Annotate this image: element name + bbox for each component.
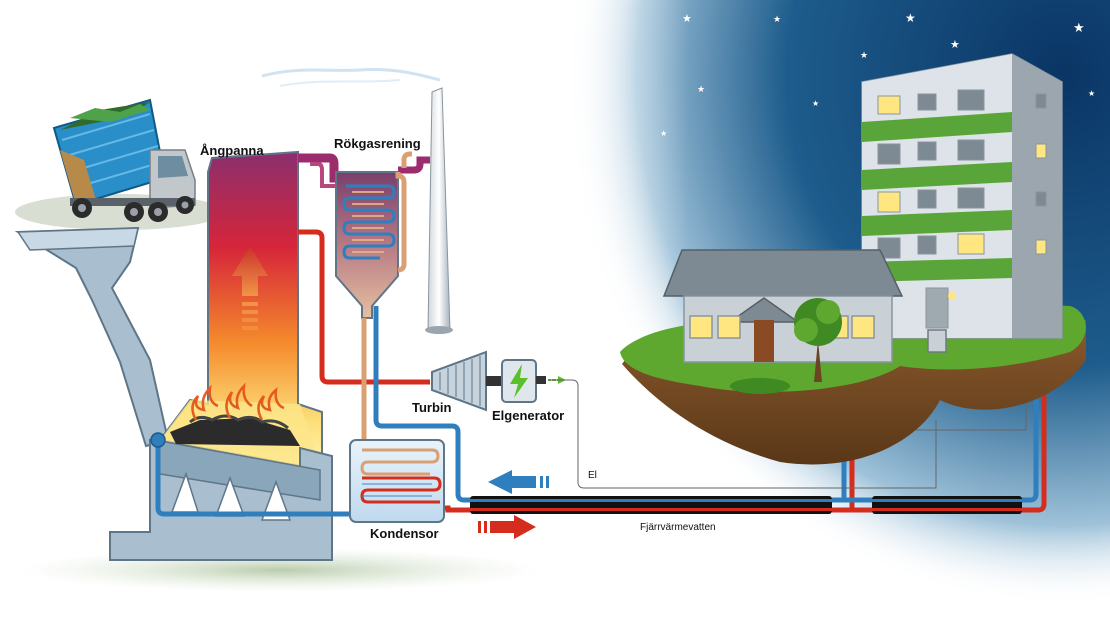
svg-text:★: ★	[660, 129, 667, 138]
svg-text:★: ★	[950, 39, 960, 51]
chimney	[261, 68, 453, 334]
fuel-truck	[15, 98, 225, 230]
arrow-right-icon	[478, 515, 536, 539]
svg-text:★: ★	[682, 13, 692, 25]
steam-pipes	[361, 151, 412, 440]
pump-icon	[150, 432, 166, 448]
svg-text:★: ★	[860, 50, 868, 60]
electricity-line	[548, 379, 937, 489]
flue-gas-duct	[298, 153, 344, 183]
tree	[794, 298, 842, 382]
svg-text:★: ★	[905, 11, 916, 25]
lightning-bolt-icon	[510, 364, 528, 398]
boiler	[109, 150, 333, 561]
condenser	[349, 439, 445, 523]
boiler-label: Ångpanna	[200, 143, 264, 158]
flue-gas-cleaning-label: Rökgasrening	[334, 136, 421, 151]
svg-text:★: ★	[697, 84, 705, 94]
district-heating-pipe	[470, 496, 1022, 514]
fuel-hopper	[14, 226, 170, 448]
svg-text:★: ★	[812, 99, 819, 108]
house	[662, 249, 904, 363]
cold-water-pipes	[155, 306, 1039, 517]
svg-text:★: ★	[773, 14, 781, 24]
arrow-up-icon	[232, 246, 268, 330]
district-heating-label: Fjärrvärmevatten	[640, 522, 716, 533]
svg-text:★: ★	[1073, 20, 1085, 35]
svg-text:★: ★	[1088, 89, 1095, 98]
stars: ★ ★ ★ ★ ★ ★ ★ ★ ★ ★	[660, 11, 1095, 138]
generator-label: Elgenerator	[492, 408, 564, 423]
flue-gas-cleaning-unit	[335, 171, 399, 319]
turbine-label: Turbin	[412, 400, 452, 415]
electricity-label: El	[588, 470, 597, 481]
apartment-building	[861, 53, 1063, 353]
turbine	[431, 350, 502, 412]
condenser-label: Kondensor	[370, 526, 439, 541]
arrow-left-icon	[488, 470, 549, 494]
